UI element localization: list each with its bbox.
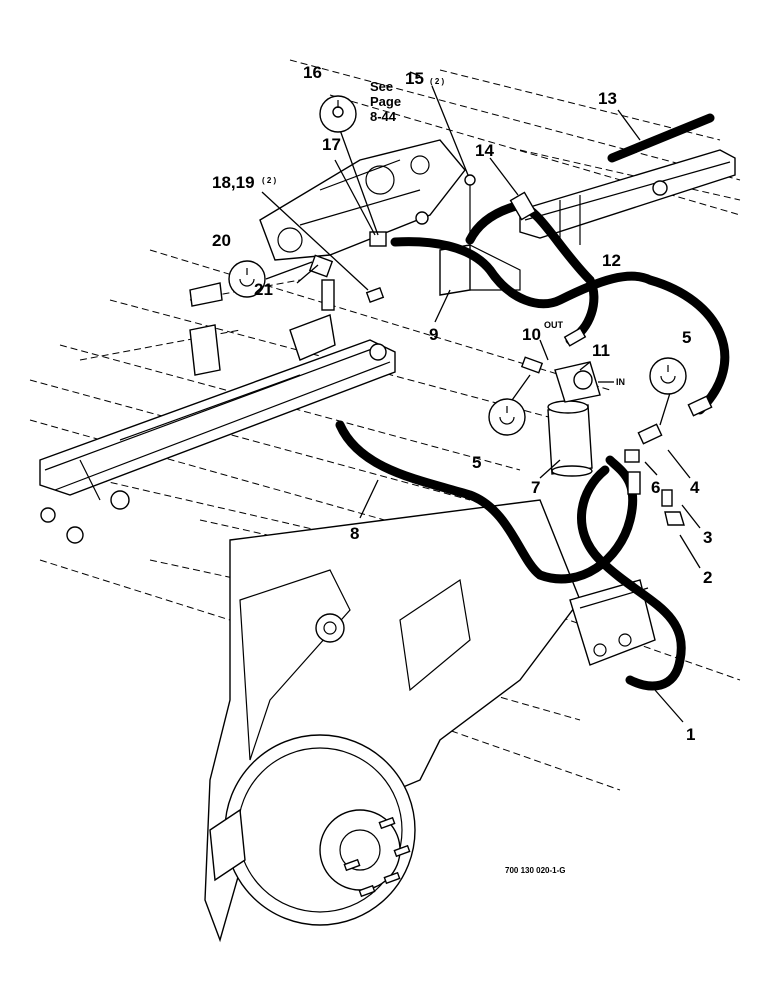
wheel-mount-frame [204,499,581,943]
figure-id: 700 130 020-1-G [505,866,566,875]
label-11: 11 [592,341,610,360]
label-15-qty: ( 2 ) [430,77,445,86]
see-page-line-3: 8-44 [370,109,397,124]
wheel-studs [343,816,411,898]
detail-circles [228,95,687,436]
hose-1 [577,465,686,691]
label-18-19-qty: ( 2 ) [262,176,277,185]
upper-rail [519,149,736,250]
hose-12 [465,200,599,345]
fittings [308,174,713,526]
label-7: 7 [531,478,540,497]
hose-top [390,237,730,415]
filter-out-label: OUT [544,320,564,330]
label-21: 21 [254,280,273,299]
label-8: 8 [350,524,359,543]
label-12: 12 [602,251,621,270]
part-labels: 1 2 3 4 5 5 6 7 8 9 10 11 12 13 14 15 ( … [212,63,712,744]
filter-port-labels: OUT IN [544,320,625,387]
label-9: 9 [429,325,438,344]
label-3: 3 [703,528,712,547]
label-6: 6 [651,478,660,497]
filter-in-label: IN [616,377,625,387]
oil-filter [547,361,601,477]
label-4: 4 [690,478,700,497]
see-page-reference: See Page 8-44 [370,79,401,124]
hose-8 [335,420,638,584]
label-5-right: 5 [682,328,691,347]
hose-13 [607,113,715,163]
label-13: 13 [598,89,617,108]
label-14: 14 [475,141,494,160]
see-page-line-2: Page [370,94,401,109]
detail-circle-20 [228,260,266,298]
crossbeam [39,282,396,544]
hydraulic-pump-assembly [259,139,466,261]
label-18-19: 18,19 [212,173,255,192]
label-10: 10 [522,325,541,344]
label-16: 16 [303,63,322,82]
label-1: 1 [686,725,695,744]
detail-circle-5a [649,357,687,395]
label-20: 20 [212,231,231,250]
label-2: 2 [703,568,712,587]
label-15: 15 [405,69,424,88]
label-17: 17 [322,135,341,154]
label-5-left: 5 [472,453,481,472]
see-page-line-1: See [370,79,393,94]
hydraulic-hoses [335,113,730,691]
detail-circle-5b [488,398,526,436]
